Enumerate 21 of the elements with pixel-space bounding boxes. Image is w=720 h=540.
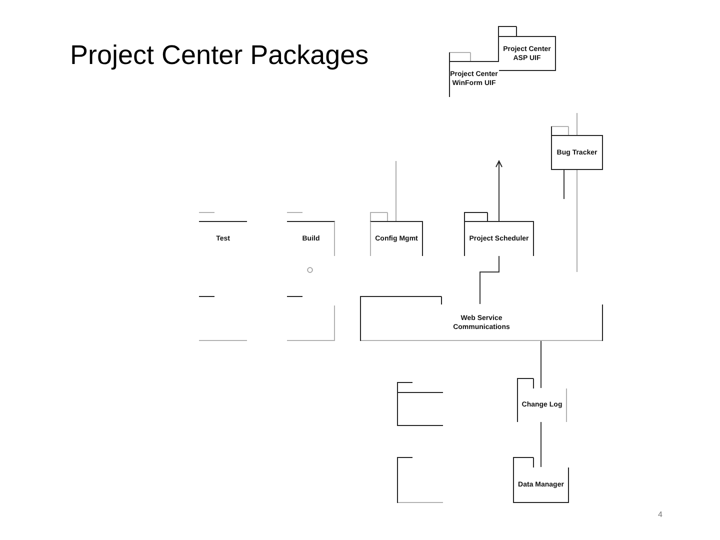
uml-package — [199, 296, 247, 341]
connector-line — [576, 170, 578, 272]
uml-package — [397, 382, 443, 426]
uml-package — [287, 296, 335, 341]
slide-title: Project Center Packages — [70, 39, 369, 71]
uml-package — [513, 457, 569, 503]
uml-package — [287, 212, 335, 256]
arrow — [496, 160, 502, 222]
uml-package — [464, 212, 534, 256]
uml-package — [517, 378, 567, 422]
connector-line — [540, 422, 542, 468]
connector-line — [540, 340, 542, 388]
uml-package — [370, 212, 423, 256]
page-number: 4 — [658, 510, 662, 519]
uml-package — [449, 52, 499, 97]
uml-package — [498, 26, 556, 71]
connector-line — [576, 112, 578, 136]
uml-package — [551, 126, 603, 170]
uml-package — [360, 296, 603, 341]
connector-line — [480, 256, 500, 304]
uml-package — [397, 457, 443, 503]
